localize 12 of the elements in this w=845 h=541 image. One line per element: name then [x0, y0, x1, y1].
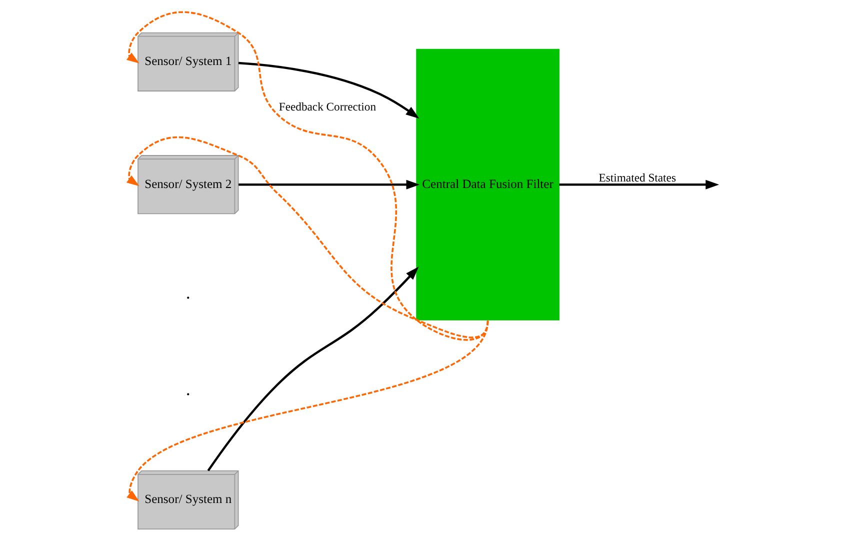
edge-label: Feedback Correction: [278, 100, 376, 114]
arrow: [207, 266, 419, 472]
arrow: [126, 136, 489, 338]
label: .: [186, 379, 190, 400]
arrow: [126, 320, 489, 502]
label: .: [186, 282, 190, 302]
arrow: [238, 180, 420, 190]
arrow: [238, 62, 420, 119]
edge-label: Estimated States: [598, 171, 676, 184]
node-box: Central Data Fusion Filter: [416, 48, 560, 320]
arrow: [126, 11, 489, 341]
arrow: [559, 180, 720, 190]
